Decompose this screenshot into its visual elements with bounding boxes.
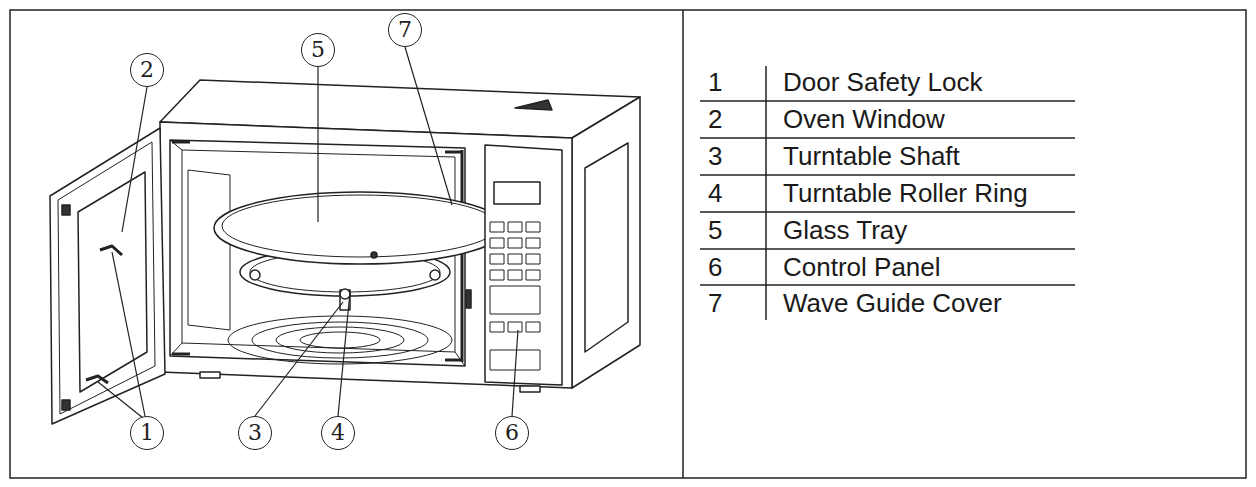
- part-name: Wave Guide Cover: [783, 288, 1002, 318]
- callout-number: 4: [321, 416, 355, 450]
- table-number: 2: [708, 104, 722, 134]
- callout-number: 3: [238, 416, 272, 450]
- table-number: 7: [708, 288, 722, 318]
- callout-number: 5: [301, 33, 335, 67]
- divider: [682, 10, 684, 478]
- callout-number: 1: [130, 416, 164, 450]
- table-number: 5: [708, 215, 722, 245]
- part-name: Control Panel: [783, 252, 941, 282]
- callout-number: 7: [388, 13, 422, 47]
- table-number: 3: [708, 141, 722, 171]
- leader-line: [98, 47, 518, 418]
- part-name: Turntable Shaft: [783, 141, 960, 171]
- table-number: 1: [708, 67, 722, 97]
- callout-number: 6: [495, 416, 529, 450]
- part-name: Door Safety Lock: [783, 67, 982, 97]
- callout-number: 2: [130, 53, 164, 87]
- table-rule: [765, 66, 767, 320]
- frame: [10, 10, 1246, 478]
- table-number: 6: [708, 252, 722, 282]
- table-number: 4: [708, 178, 722, 208]
- part-name: Turntable Roller Ring: [783, 178, 1028, 208]
- part-name: Oven Window: [783, 104, 945, 134]
- microwave: [50, 80, 640, 424]
- part-name: Glass Tray: [783, 215, 907, 245]
- table-rule: [700, 101, 1075, 285]
